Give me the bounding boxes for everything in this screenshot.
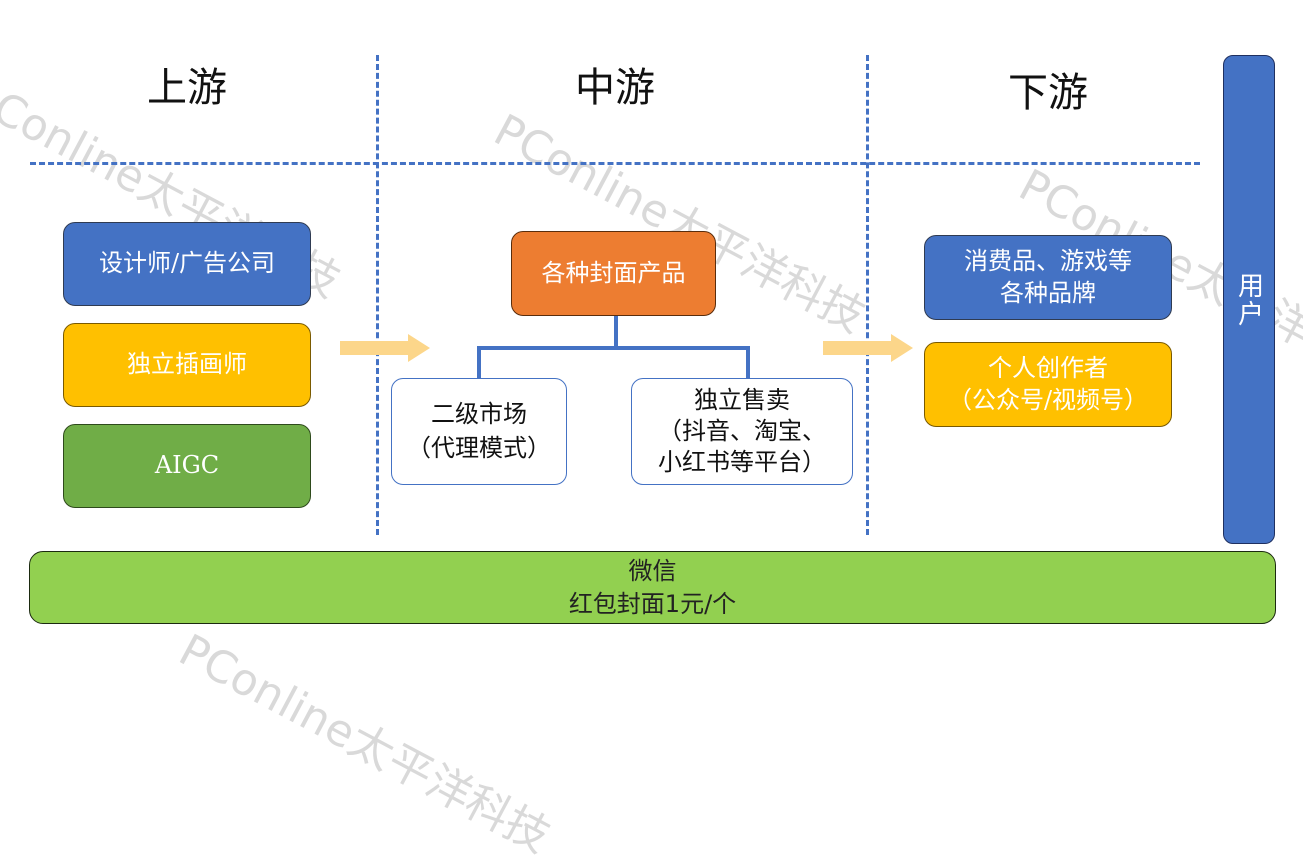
downstream-box-creators: 个人创作者 （公众号/视频号） [924,342,1172,427]
box-label: （公众号/视频号） [947,385,1149,414]
tree-connector [477,346,481,379]
box-label: 各种品牌 [1000,278,1096,307]
arrow-right-icon [340,334,430,362]
midstream-root-box: 各种封面产品 [511,231,716,316]
box-label: 二级市场 [431,399,527,428]
watermark: PConline太平洋科技 [170,624,559,863]
box-label: （抖音、淘宝、 [658,416,826,445]
upstream-box-illustrators: 独立插画师 [63,323,311,407]
box-label: 小红书等平台） [658,448,826,477]
midstream-child-secondary-market: 二级市场 （代理模式） [391,378,567,485]
box-label: 独立插画师 [127,350,247,379]
downstream-box-brands: 消费品、游戏等 各种品牌 [924,235,1172,320]
upstream-box-designers: 设计师/广告公司 [63,222,311,306]
tree-connector [746,346,750,379]
vertical-divider-right [866,55,869,535]
box-label: （代理模式） [407,433,551,462]
section-title-upstream: 上游 [147,65,227,111]
box-label: 独立售卖 [694,385,790,414]
box-label: 个人创作者 [988,354,1108,383]
user-bar: 用户 [1223,55,1275,544]
arrow-right-icon [823,334,913,362]
tree-connector [614,316,618,348]
tree-connector [477,346,750,350]
box-label: 消费品、游戏等 [964,247,1132,276]
wechat-price: 红包封面1元/个 [568,589,737,618]
vertical-divider-left [376,55,379,535]
upstream-box-aigc: AIGC [63,424,311,508]
section-title-midstream: 中游 [575,65,655,111]
section-title-downstream: 下游 [1008,70,1088,116]
box-label: AIGC [154,451,220,480]
box-label: 设计师/广告公司 [98,249,276,278]
box-label: 各种封面产品 [541,258,686,287]
wechat-bar: 微信 红包封面1元/个 [29,551,1276,624]
wechat-title: 微信 [628,557,677,586]
user-label: 用户 [1233,271,1264,328]
horizontal-divider [30,162,1200,165]
midstream-child-independent-sales: 独立售卖 （抖音、淘宝、 小红书等平台） [631,378,853,485]
